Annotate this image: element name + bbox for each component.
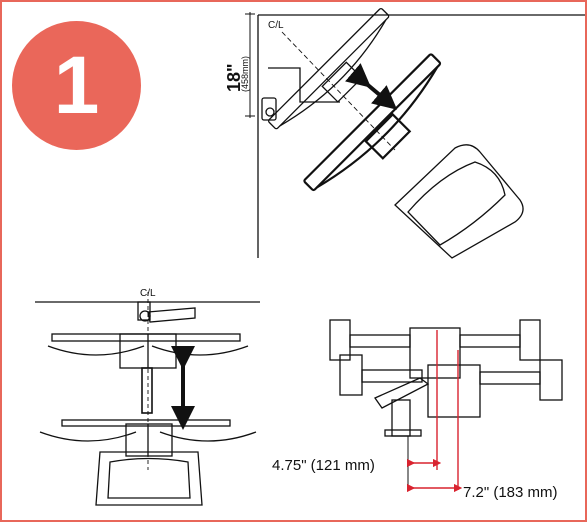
side-dimensions <box>406 330 463 493</box>
height-value: 18" <box>224 63 244 92</box>
top-centerline-label: C/L <box>268 20 284 31</box>
top-clamp <box>261 97 277 121</box>
front-view-diagram <box>35 292 260 506</box>
top-arm-link <box>268 67 340 103</box>
offset-short-label: 4.75" (121 mm) <box>272 457 375 474</box>
top-view-diagram <box>245 8 585 259</box>
side-monitor-left-upper <box>329 319 351 361</box>
step-badge: 1 <box>12 21 141 150</box>
height-metric: (458mm) <box>240 56 250 92</box>
offset-long-label: 7.2" (183 mm) <box>463 484 558 501</box>
front-lower-monitors <box>39 419 257 457</box>
lower-monitor-pair <box>303 53 442 192</box>
upper-monitor-pair <box>268 8 390 130</box>
front-centerline-label: C/L <box>140 288 156 299</box>
side-view-diagram <box>329 319 563 490</box>
side-monitor-right-upper <box>519 319 541 361</box>
front-chair <box>95 451 203 506</box>
step-number: 1 <box>53 39 100 131</box>
front-upper-monitors <box>47 333 249 369</box>
top-chair <box>394 144 524 259</box>
double-arrow-icon <box>345 63 398 110</box>
